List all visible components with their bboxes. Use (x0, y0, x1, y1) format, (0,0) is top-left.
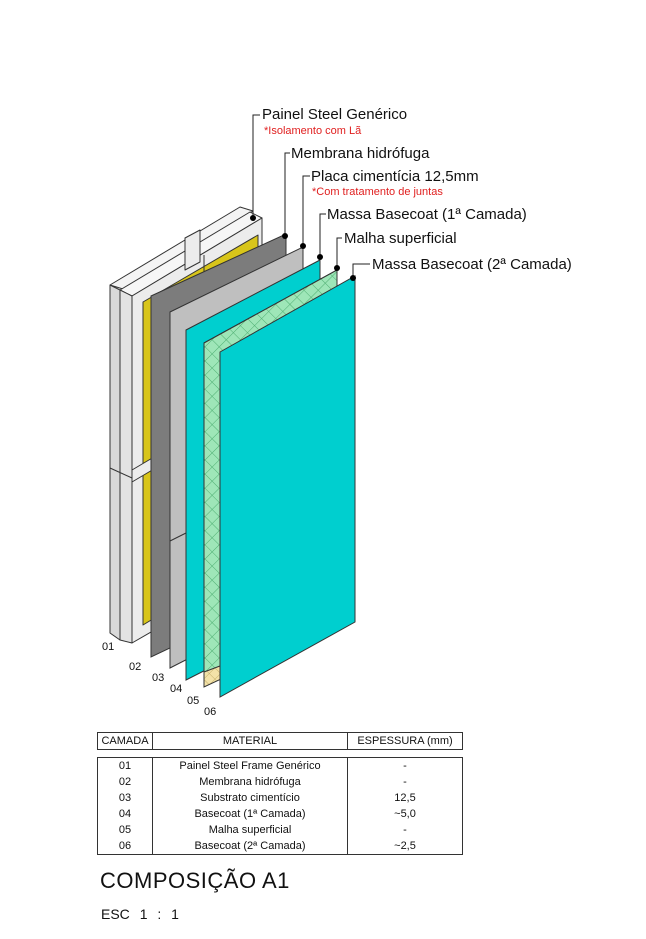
cell-espessura: - (403, 760, 407, 772)
table-row: 03 Substrato cimentício 12,5 (97, 790, 463, 806)
cell-material: Substrato cimentício (152, 790, 348, 806)
callout-note-03: *Com tratamento de juntas (312, 186, 443, 198)
callout-title-05: Malha superficial (344, 230, 457, 247)
cell-camada: 05 (97, 822, 153, 838)
cell-camada: 03 (97, 790, 153, 806)
cell-camada: 01 (97, 757, 153, 774)
callout-leaders (252, 114, 370, 278)
page-title: COMPOSIÇÃO A1 (100, 868, 290, 893)
cell-material: Malha superficial (152, 822, 348, 838)
cell-material: Painel Steel Frame Genérico (152, 757, 348, 774)
spec-table: 01 Painel Steel Frame Genérico - 02 Memb… (97, 757, 463, 855)
callout-note-01: *Isolamento com Lã (264, 125, 362, 137)
scale-prefix: ESC (101, 906, 130, 922)
table-row: 04 Basecoat (1ª Camada) ~5,0 (97, 806, 463, 822)
cell-camada: 04 (97, 806, 153, 822)
table-row: 06 Basecoat (2ª Camada) ~2,5 (97, 838, 463, 855)
callout-title-01: Painel Steel Genérico (262, 106, 408, 123)
col-header-espessura: ESPESSURA (mm) (347, 732, 463, 750)
cell-espessura: - (403, 776, 407, 788)
callout-title-04: Massa Basecoat (1ª Camada) (327, 206, 527, 223)
col-header-camada: CAMADA (97, 732, 153, 750)
table-row: 02 Membrana hidrófuga - (97, 774, 463, 790)
cell-material: Membrana hidrófuga (152, 774, 348, 790)
callout-title-02: Membrana hidrófuga (291, 145, 430, 162)
callout-title-03: Placa cimentícia 12,5mm (311, 168, 479, 185)
layer-number-03: 03 (152, 672, 165, 684)
cell-material: Basecoat (1ª Camada) (152, 806, 348, 822)
cell-espessura: 12,5 (394, 792, 416, 804)
cell-camada: 02 (97, 774, 153, 790)
scale-label: ESC 1 : 1 (101, 906, 179, 922)
cell-espessura: ~2,5 (394, 840, 416, 852)
col-header-material: MATERIAL (152, 732, 348, 750)
callout-dots (250, 215, 356, 281)
layer-number-01: 01 (102, 641, 115, 653)
spec-table-header: CAMADA MATERIAL ESPESSURA (mm) (97, 732, 463, 750)
cell-camada: 06 (97, 838, 153, 855)
layer-number-02: 02 (129, 661, 142, 673)
layer-number-05: 05 (187, 695, 200, 707)
layer-number-06: 06 (204, 706, 217, 718)
layer-number-04: 04 (170, 683, 183, 695)
callout-title-06: Massa Basecoat (2ª Camada) (372, 256, 572, 273)
table-row: 01 Painel Steel Frame Genérico - (97, 757, 463, 774)
layer-06-basecoat-2 (219, 275, 356, 698)
cell-espessura: - (403, 824, 407, 836)
scale-value: 1 : 1 (139, 906, 179, 922)
cell-espessura: ~5,0 (394, 808, 416, 820)
cell-material: Basecoat (2ª Camada) (152, 838, 348, 855)
table-row: 05 Malha superficial - (97, 822, 463, 838)
